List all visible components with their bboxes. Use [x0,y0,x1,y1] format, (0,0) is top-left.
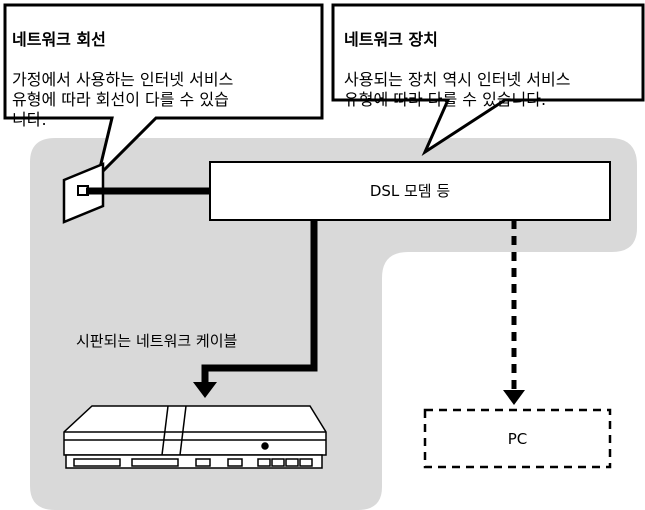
callout-device-body: 사용되는 장치 역시 인터넷 서비스 유형에 따라 다를 수 있습니다. [344,70,571,109]
cable-label: 시판되는 네트워크 케이블 [76,332,238,350]
callout-line-title: 네트워크 회선 [12,30,106,49]
callout-device-box [331,3,645,157]
callout-line-body: 가정에서 사용하는 인터넷 서비스 유형에 따라 회선이 다를 수 있습 니다. [12,70,234,129]
callout-line-text: 네트워크 회선 가정에서 사용하는 인터넷 서비스 유형에 따라 회선이 다를 … [12,10,317,150]
game-console-icon [63,405,327,469]
callout-line-box [3,3,324,181]
callout-device-title: 네트워크 장치 [344,30,438,49]
cable-modem-to-console [201,220,318,384]
modem-box [209,161,611,221]
dashed-link-arrowhead [503,390,525,405]
pc-label: PC [507,430,528,448]
modem-label: DSL 모뎀 등 [369,182,451,200]
pc-box [423,408,612,469]
cable-arrowhead [193,382,217,398]
callout-device-text: 네트워크 장치 사용되는 장치 역시 인터넷 서비스 유형에 따라 다를 수 있… [344,10,640,130]
